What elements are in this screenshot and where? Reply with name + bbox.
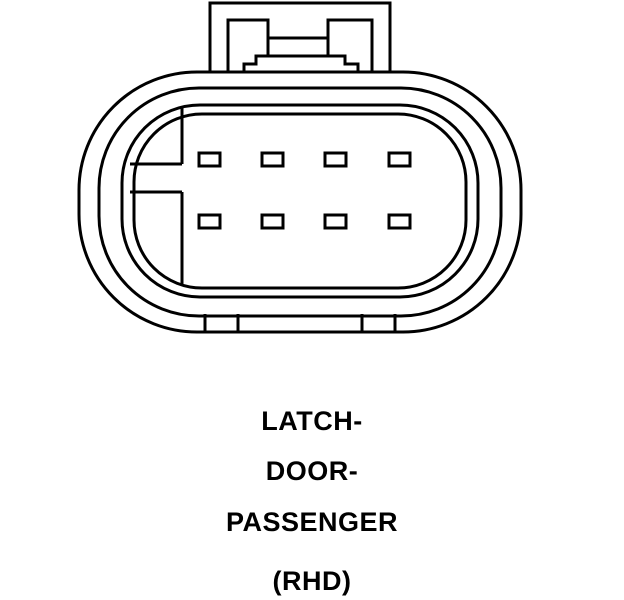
terminal-cavity	[387, 151, 412, 168]
bottom-tabs	[203, 314, 397, 332]
connector-face-diagram	[77, 1, 523, 334]
keying-blade	[130, 108, 184, 286]
caption-line-4: (RHD)	[272, 566, 352, 596]
locking-tab	[208, 1, 392, 82]
terminal-cavity	[197, 151, 222, 168]
caption-line-3: PASSENGER	[225, 507, 399, 537]
terminal-face	[120, 103, 480, 299]
caption-line-2: DOOR-	[265, 456, 359, 486]
terminal-cavity	[323, 151, 348, 168]
terminal-face-inner-edge	[132, 112, 468, 290]
outer-shell-inner-edge	[97, 86, 503, 318]
terminal-cavity	[260, 151, 285, 168]
terminal-cavity	[260, 213, 285, 230]
terminal-cavity	[387, 213, 412, 230]
terminal-cavity	[323, 213, 348, 230]
caption-line-1: LATCH-	[261, 406, 363, 436]
outer-shell	[77, 70, 523, 334]
terminal-cavity	[197, 213, 222, 230]
terminal-cavities	[197, 151, 412, 230]
